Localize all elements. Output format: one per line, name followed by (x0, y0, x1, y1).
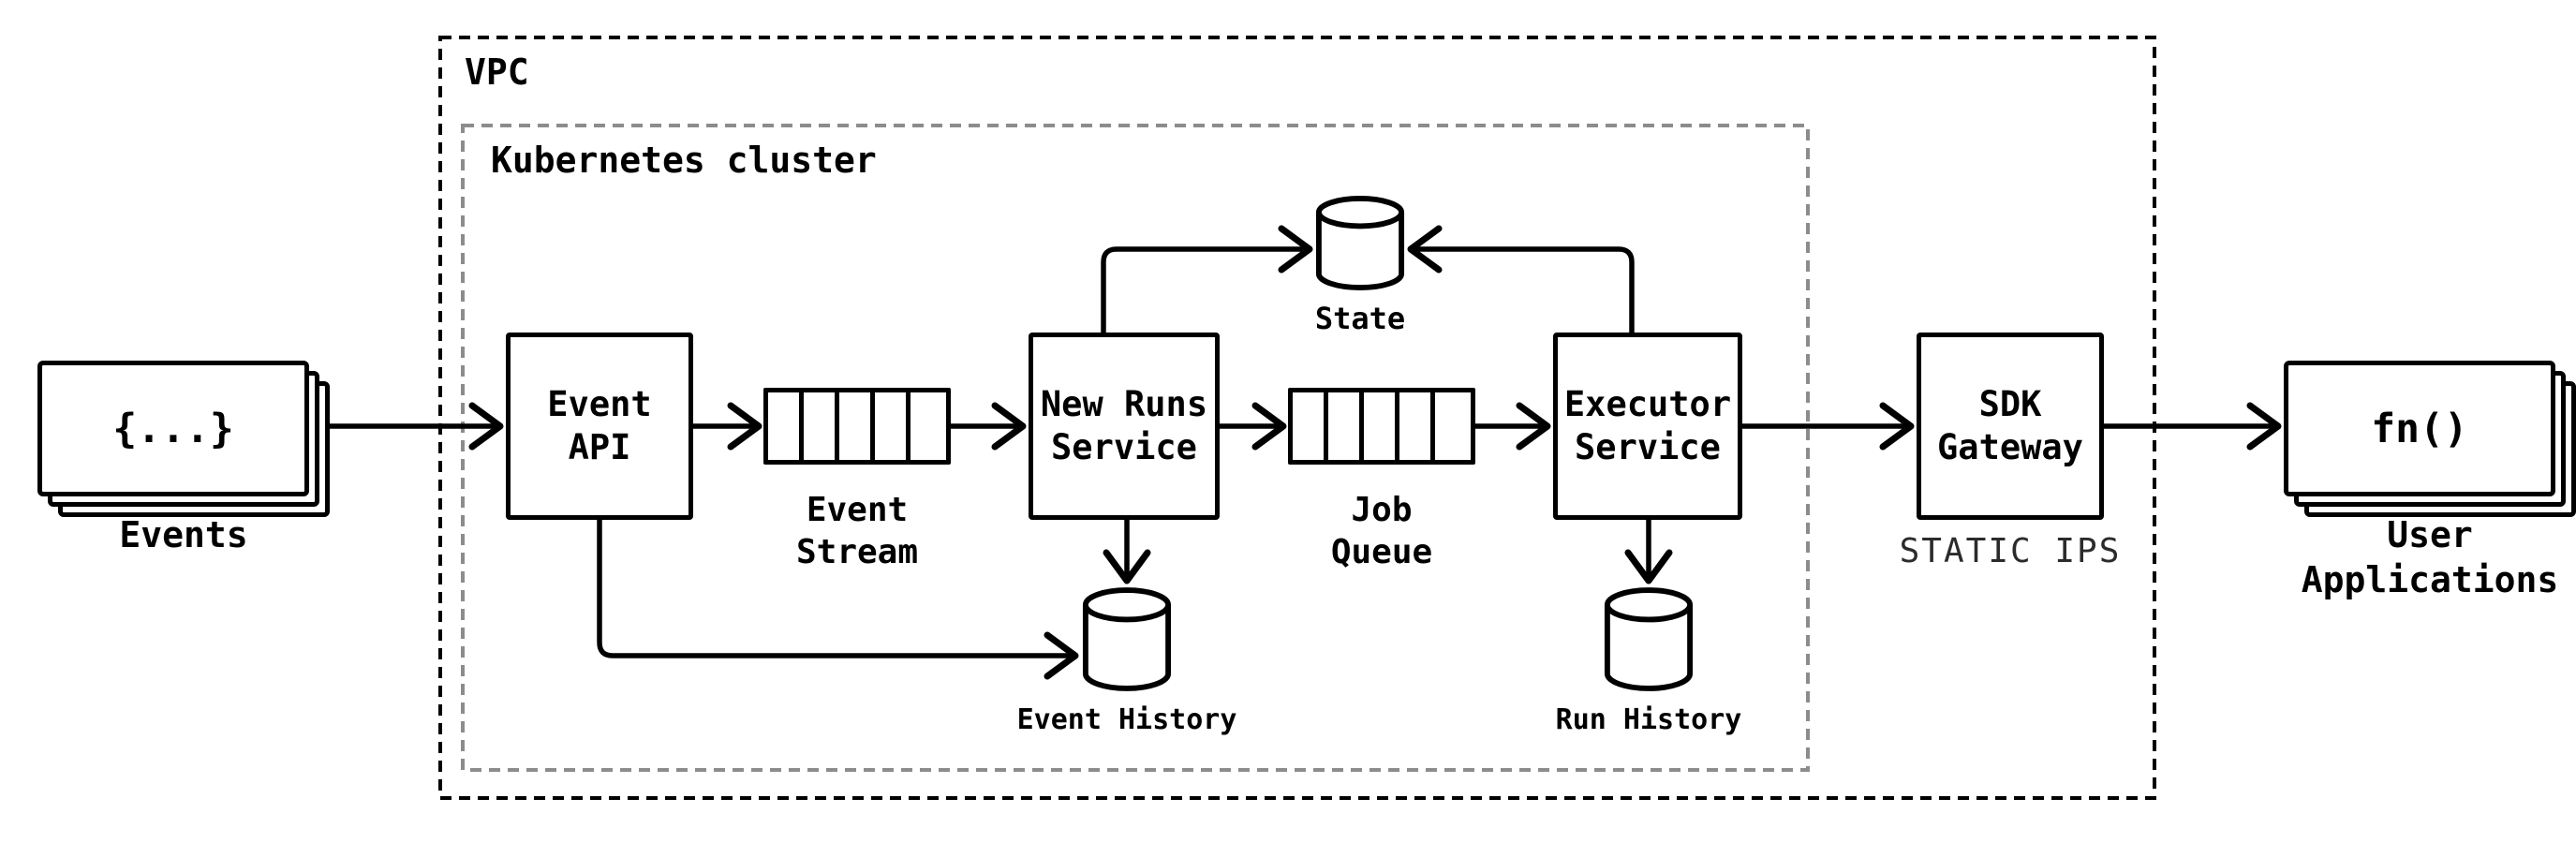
events-icon-text: {...} (112, 405, 234, 452)
user-apps-card-front: fn() (2284, 361, 2555, 496)
kubernetes-cluster-label: Kubernetes cluster (491, 140, 877, 181)
run-history-db-label: Run History (1555, 703, 1742, 736)
event-history-db-label: Event History (1016, 703, 1237, 736)
state-db-label: State (1314, 301, 1406, 336)
state-db-icon (1315, 196, 1405, 290)
sdk-gateway-node: SDK Gateway (1917, 333, 2104, 520)
user-apps-stack: fn() (2284, 361, 2576, 517)
events-label: Events (119, 514, 248, 555)
vpc-label: VPC (465, 52, 529, 93)
connector-new-runs-to-state (1101, 225, 1313, 333)
fn-icon-text: fn() (2371, 405, 2468, 452)
connector-event-api-to-event-history (597, 520, 1079, 680)
event-api-node: Event API (506, 333, 693, 520)
new-runs-service-node: New Runs Service (1029, 333, 1220, 520)
event-history-db-icon (1082, 587, 1172, 691)
connector-executor-to-state (1407, 225, 1635, 333)
user-apps-label: User Applications (2301, 514, 2559, 600)
job-queue-icon (1288, 388, 1475, 465)
events-source-stack: {...} (37, 361, 330, 517)
run-history-db-icon (1604, 587, 1694, 691)
event-stream-label: Event Stream (795, 491, 919, 571)
sdk-gateway-caption: STATIC IPS (1899, 532, 2122, 570)
kubernetes-cluster-boundary (461, 124, 1810, 772)
event-stream-queue-icon (763, 388, 951, 465)
job-queue-label: Job Queue (1330, 491, 1433, 571)
executor-service-node: Executor Service (1553, 333, 1742, 520)
events-card-front: {...} (37, 361, 309, 496)
